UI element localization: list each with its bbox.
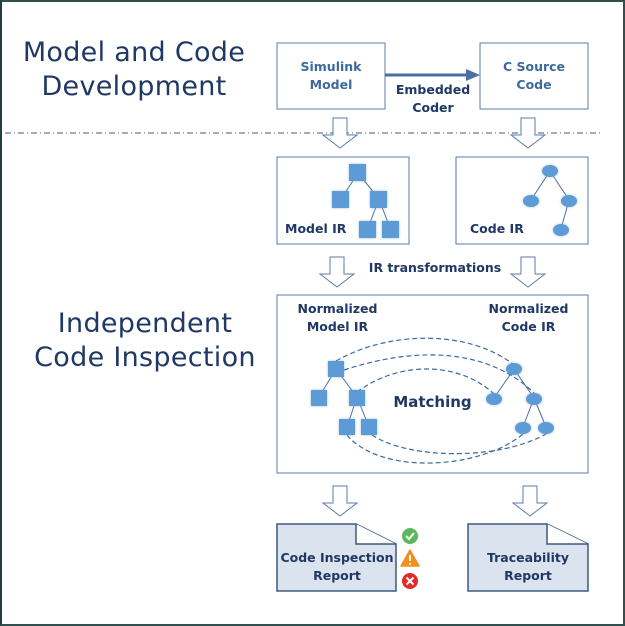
warning-icon [400,549,420,567]
normalized-model-ir-label: Normalized Model IR [285,300,390,336]
match-link [371,433,547,455]
simulink-model-label: Simulink Model [277,58,385,94]
embedded-coder-arrow [385,69,480,81]
label-line: Simulink [300,59,362,74]
title-line: Independent [57,308,233,339]
title-line: Development [41,71,227,102]
hollow-down-arrow [321,485,359,517]
model-ir-node [359,221,376,238]
code-ir-node [561,195,577,207]
label-line: Normalized [297,301,378,316]
model-ir-node [382,221,399,238]
error-icon [402,573,418,589]
normalized-model-node [339,419,355,435]
model-ir-node [370,191,387,208]
normalized-model-node [349,390,365,406]
matching-label: Matching [393,393,472,411]
section-title-development: Model and Code Development [14,36,254,104]
c-source-code-box [479,42,589,110]
label-line: Coder [412,100,454,115]
normalized-code-ir-label: Normalized Code IR [476,300,581,336]
model-ir-label: Model IR [285,221,347,236]
normalized-model-node [311,390,327,406]
normalized-code-node [538,422,554,434]
check-icon [402,528,418,544]
c-source-code-label: C Source Code [480,58,588,94]
normalized-ir-box [276,294,589,474]
hollow-down-arrow [509,117,547,149]
code-ir-node [553,224,569,236]
title-line: Model and Code [22,37,246,68]
page-fold [546,524,588,545]
label-line: C Source [502,59,566,74]
model-ir-node [332,191,349,208]
normalized-code-node [515,422,531,434]
label-line: Embedded [395,82,471,97]
code-ir-node [523,195,539,207]
model-ir-node [349,164,366,181]
label-line: Report [313,568,361,583]
label-line: Code [516,77,552,92]
match-link [343,354,535,394]
page-fold [355,524,396,545]
label-line: Model IR [306,319,369,334]
hollow-down-arrow [321,117,359,149]
normalized-model-node [361,419,377,435]
hollow-down-arrow [318,256,356,288]
section-title-inspection: Independent Code Inspection [20,307,270,375]
code-ir-label: Code IR [470,221,524,236]
ir-transformations-label: IR transformations [368,260,502,275]
label-line: Traceability [486,550,569,565]
normalized-code-node [486,393,502,405]
code-inspection-report-label: Code Inspection Report [277,549,397,585]
normalized-code-node [506,363,522,375]
matching-links [335,337,547,464]
simulink-model-box [276,42,386,110]
code-ir-node [542,165,558,177]
embedded-coder-label: Embedded Coder [390,81,476,117]
label-line: Code IR [501,319,556,334]
match-link [346,433,524,464]
match-link [335,337,515,366]
label-line: Report [504,568,552,583]
label-line: Code Inspection [280,550,394,565]
label-line: Model [309,77,353,92]
hollow-down-arrow [509,256,547,288]
hollow-down-arrow [511,485,549,517]
title-line: Code Inspection [34,342,256,373]
normalized-model-node [328,361,344,377]
match-link [356,368,495,395]
label-line: Normalized [488,301,569,316]
hollow-arrows [318,117,549,517]
traceability-report-label: Traceability Report [468,549,588,585]
normalized-code-node [526,393,542,405]
